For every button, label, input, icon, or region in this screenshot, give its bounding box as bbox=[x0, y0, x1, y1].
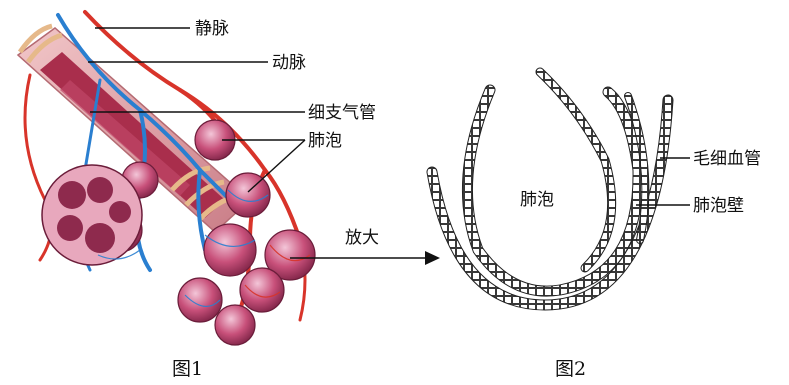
capillary-label: 毛细血管 bbox=[693, 149, 761, 169]
figure2-illustration: 肺泡 毛细血管 肺泡壁 图2 bbox=[432, 72, 761, 380]
alveolar-wall bbox=[467, 72, 645, 291]
enlarge-label: 放大 bbox=[345, 228, 379, 248]
bronchiole-label: 细支气管 bbox=[308, 103, 376, 123]
figure1-illustration: 静脉 动脉 细支气管 肺泡 放大 图1 bbox=[18, 12, 440, 380]
figure2-caption: 图2 bbox=[555, 358, 586, 380]
alveolar-wall-label: 肺泡壁 bbox=[693, 196, 744, 216]
figure1-caption: 图1 bbox=[172, 358, 203, 380]
artery-label: 动脉 bbox=[272, 53, 306, 73]
cut-alveolar-cluster bbox=[42, 165, 142, 265]
alveolus-label-fig1: 肺泡 bbox=[308, 131, 342, 151]
alveolus-label-fig2: 肺泡 bbox=[520, 190, 554, 210]
vein-label: 静脉 bbox=[195, 19, 229, 39]
